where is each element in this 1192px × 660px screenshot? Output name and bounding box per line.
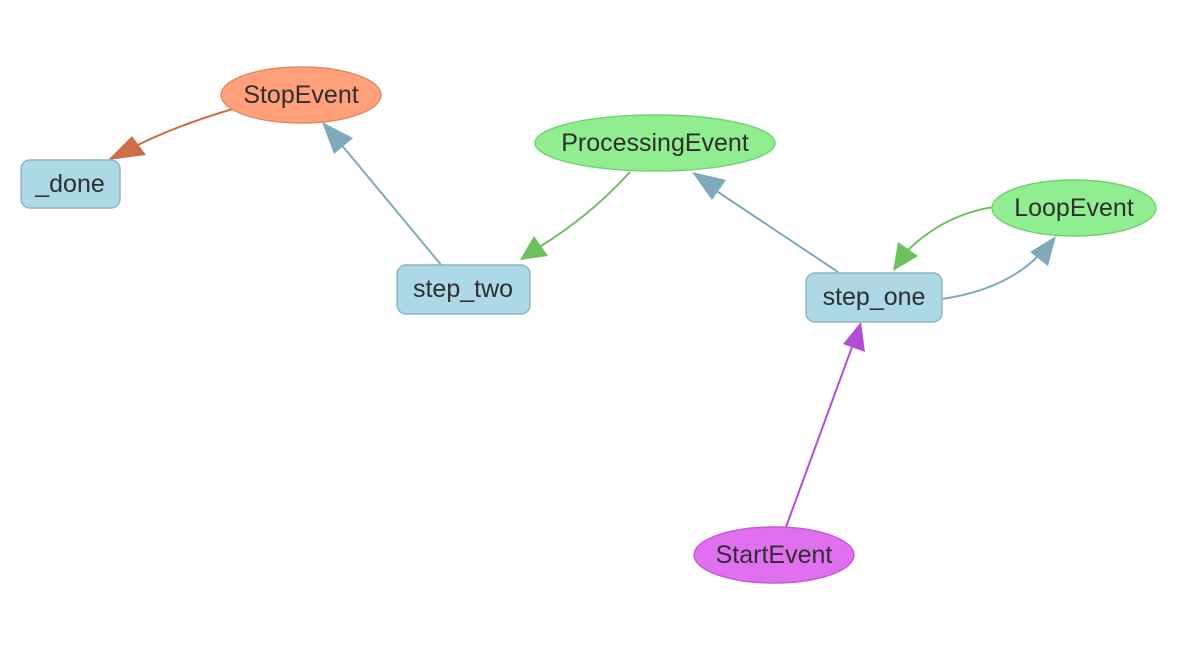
start-event-label: StartEvent <box>716 541 833 569</box>
loop-event-label: LoopEvent <box>1014 194 1134 222</box>
node-stop-event[interactable]: StopEvent <box>220 66 382 124</box>
edge-stepone-to-loopevent <box>941 253 1041 300</box>
step-one-label: step_one <box>823 283 926 311</box>
nodes: StopEvent _done ProcessingEvent step_two… <box>20 66 1157 584</box>
done-label: _done <box>34 170 105 198</box>
stop-event-label: StopEvent <box>243 81 358 109</box>
done-box <box>20 159 121 209</box>
step-one-box <box>805 272 943 323</box>
step-two-label: step_two <box>413 275 513 303</box>
node-step-one[interactable]: step_one <box>805 272 943 323</box>
step-two-box <box>396 264 531 315</box>
node-done[interactable]: _done <box>20 159 121 209</box>
start-event-ellipse <box>693 526 855 584</box>
node-start-event[interactable]: StartEvent <box>693 526 855 584</box>
edge-startevent-to-stepone <box>785 346 853 528</box>
node-loop-event[interactable]: LoopEvent <box>991 179 1157 237</box>
processing-event-label: ProcessingEvent <box>561 129 749 157</box>
stop-event-ellipse <box>220 66 382 124</box>
edge-loopevent-to-stepone <box>905 206 995 253</box>
edge-startevent-to-stepone-arrowhead <box>843 322 865 352</box>
edge-stopevent-to-done <box>127 107 237 151</box>
edge-processingevent-to-steptwo <box>537 171 631 249</box>
edge-processingevent-to-steptwo-arrowhead <box>520 236 548 260</box>
edge-steptwo-to-stopevent-arrowhead <box>322 122 353 154</box>
edge-stopevent-to-done-arrowhead <box>108 136 146 160</box>
edge-stepone-to-loopevent-arrowhead <box>1030 236 1056 266</box>
edge-stepone-to-processingevent-arrowhead <box>692 172 726 200</box>
edge-loopevent-to-stepone-arrowhead <box>893 242 918 271</box>
node-step-two[interactable]: step_two <box>396 264 531 315</box>
loop-event-ellipse <box>991 179 1157 237</box>
edges <box>108 107 1056 528</box>
edge-steptwo-to-stopevent <box>339 142 443 267</box>
node-processing-event[interactable]: ProcessingEvent <box>534 114 776 172</box>
processing-event-ellipse <box>534 114 776 172</box>
edge-stepone-to-processingevent <box>711 187 839 273</box>
